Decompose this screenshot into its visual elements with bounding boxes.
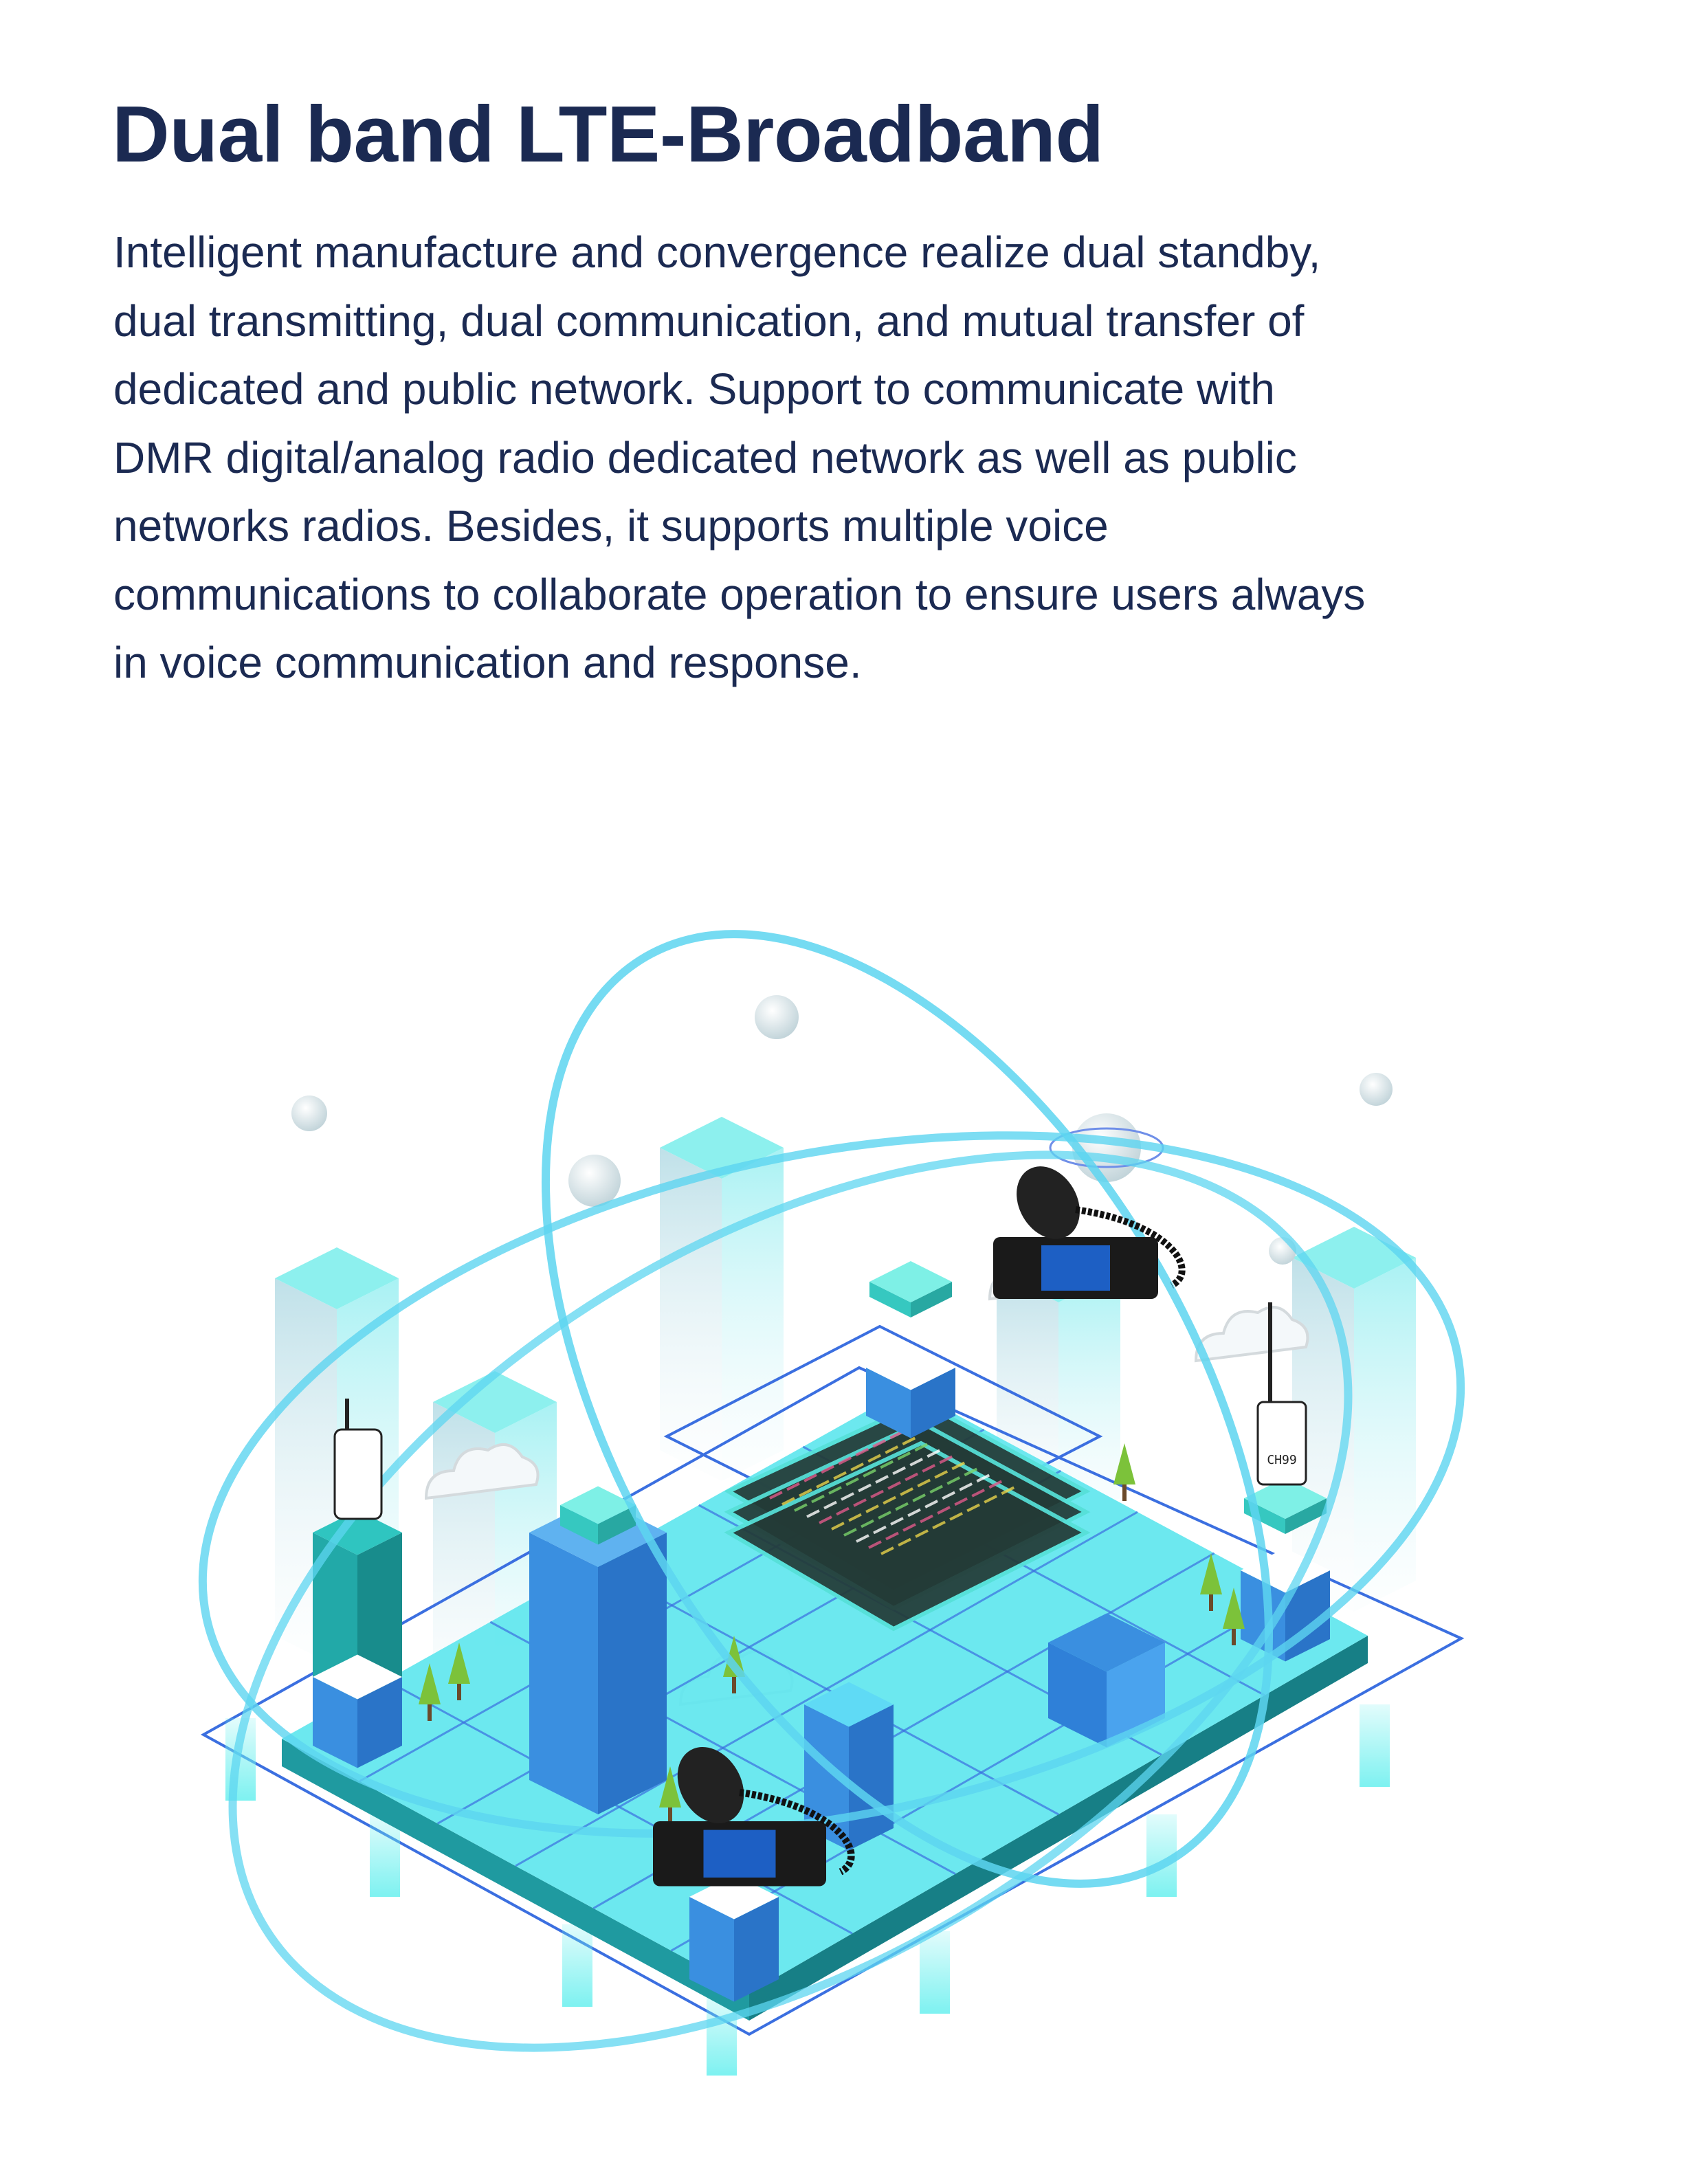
code-text-line — [806, 1447, 945, 1518]
description-line: networks radios. Besides, it supports mu… — [113, 501, 1109, 550]
tree-trunk — [668, 1808, 672, 1824]
support-pillar — [1360, 1704, 1390, 1787]
server-cube-face — [313, 1677, 357, 1768]
office-block — [804, 1682, 894, 1851]
server-cube-face — [866, 1368, 911, 1438]
server-cube-face — [313, 1654, 402, 1700]
tree — [419, 1663, 441, 1704]
tree-trunk — [428, 1704, 432, 1721]
server-cube-face — [734, 1897, 779, 2002]
floating-stack — [869, 1261, 952, 1317]
tall-office-building — [529, 1498, 667, 1814]
handheld-radio — [1256, 1401, 1307, 1486]
tree — [448, 1643, 470, 1684]
mobile-radio-screen — [703, 1829, 776, 1878]
server-cube — [689, 1874, 779, 2002]
floating-sphere — [568, 1155, 621, 1207]
cloud — [424, 1443, 540, 1500]
mobile-radio-microphone — [1017, 1166, 1080, 1239]
floating-stack-face — [911, 1282, 952, 1317]
code-text-line — [868, 1478, 1007, 1549]
support-pillar — [562, 1924, 592, 2007]
floating-stack-face — [1285, 1498, 1327, 1534]
tree — [1223, 1588, 1245, 1629]
cloud — [1194, 1306, 1309, 1363]
tall-office-building-face — [529, 1533, 598, 1814]
glass-building-face — [660, 1148, 722, 1481]
floating-sphere — [1360, 1073, 1393, 1106]
tree — [659, 1766, 681, 1808]
tree — [1113, 1443, 1135, 1484]
glass-building-face — [433, 1371, 557, 1433]
server-cube — [313, 1654, 402, 1768]
floating-stack-face — [869, 1282, 911, 1317]
code-text-line — [781, 1434, 920, 1506]
tree-trunk — [1209, 1594, 1213, 1611]
server-cube-face — [689, 1897, 734, 2002]
floating-stack-face — [1244, 1478, 1327, 1519]
description-line: communications to collaborate operation … — [113, 569, 1366, 619]
description-line: dual transmitting, dual communication, a… — [113, 296, 1305, 346]
floating-sphere — [291, 1095, 327, 1131]
office-block-face — [804, 1704, 849, 1851]
server-cube-face — [866, 1345, 955, 1390]
platform-side-left — [282, 1739, 749, 2021]
mobile-radio-coiled-cord — [1075, 1206, 1186, 1289]
server-cube-face — [357, 1677, 402, 1768]
floating-sphere — [755, 995, 799, 1039]
office-block-face — [804, 1682, 894, 1727]
code-text-line — [769, 1428, 908, 1500]
floating-stack-face — [869, 1261, 952, 1302]
tree-trunk — [1232, 1629, 1236, 1645]
tree-trunk — [457, 1684, 461, 1700]
server-cube-face — [1241, 1570, 1285, 1662]
glass-building-face — [275, 1247, 399, 1309]
code-text-line — [794, 1441, 933, 1512]
platform-side-right — [749, 1636, 1368, 2021]
orbit-ring — [198, 1131, 1465, 1838]
code-text-line — [856, 1471, 995, 1543]
server-cube-face — [911, 1368, 955, 1438]
glass-building-face — [1292, 1258, 1354, 1612]
orbit-ring — [228, 1150, 1353, 2052]
dashboard-building-face — [1048, 1613, 1165, 1672]
glass-building-face — [1354, 1258, 1416, 1612]
description-line: Intelligent manufacture and convergence … — [113, 227, 1321, 277]
tree-trunk — [732, 1677, 736, 1693]
radio-channel-display: CH99 — [1267, 1453, 1296, 1467]
code-text-line — [880, 1484, 1019, 1555]
handheld-radio — [333, 1428, 383, 1520]
rooftop-stack-face — [560, 1486, 636, 1524]
code-text-line — [819, 1453, 957, 1524]
office-block-face — [849, 1704, 894, 1851]
mobile-radio-microphone — [677, 1747, 744, 1823]
description-line: in voice communication and response. — [113, 638, 862, 687]
dashboard-building-face — [1048, 1643, 1107, 1748]
rooftop-stack — [560, 1486, 636, 1545]
mobile-radio-coiled-cord — [739, 1788, 855, 1876]
tall-office-building-face — [598, 1533, 667, 1814]
server-cube — [866, 1345, 955, 1438]
description-line: dedicated and public network. Support to… — [113, 364, 1275, 414]
rooftop-stack-face — [560, 1505, 598, 1545]
circuit-line — [670, 1593, 1292, 1952]
tree — [1200, 1553, 1222, 1594]
rooftop-stack-face — [598, 1505, 636, 1545]
description-paragraph: Intelligent manufacture and convergence … — [113, 219, 1365, 698]
glass-building-face — [722, 1148, 784, 1481]
page-title: Dual band LTE-Broadband — [112, 89, 1104, 179]
support-pillar — [920, 1931, 950, 2014]
code-screen — [724, 1441, 1091, 1632]
mobile-radio-screen — [1041, 1245, 1110, 1291]
description-line: DMR digital/analog radio dedicated netwo… — [113, 432, 1297, 482]
support-pillar — [370, 1814, 400, 1897]
code-text-line — [831, 1459, 970, 1531]
code-text-line — [843, 1465, 982, 1537]
glass-building — [1292, 1227, 1416, 1612]
tree-trunk — [1122, 1484, 1127, 1501]
